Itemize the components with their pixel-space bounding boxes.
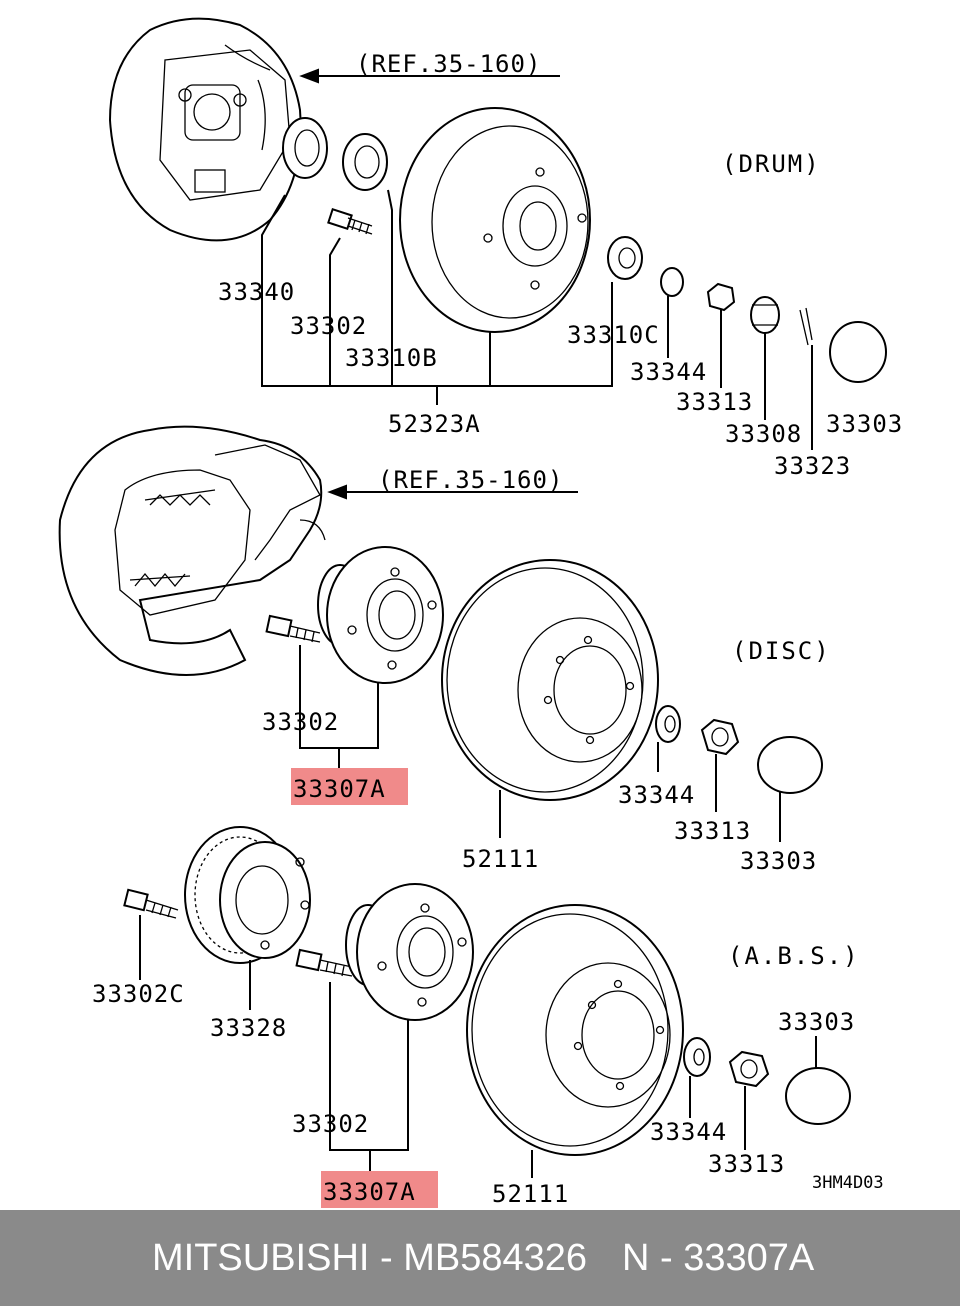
part-label-33302-drum: 33302 (290, 312, 367, 340)
part-label-33344-disc: 33344 (618, 781, 695, 809)
part-label-33313-abs: 33313 (708, 1150, 785, 1178)
part-label-33303-disc: 33303 (740, 847, 817, 875)
part-label-33302-disc: 33302 (262, 708, 339, 736)
part-label-33344-abs: 33344 (650, 1118, 727, 1146)
drum-leader-lines (261, 68, 813, 450)
part-label-33313-drum: 33313 (676, 388, 753, 416)
part-label-33302-abs: 33302 (292, 1110, 369, 1138)
hub-bolt-33302-abs (295, 948, 353, 977)
part-label-33313-disc: 33313 (674, 817, 751, 845)
bearing-33310b (342, 133, 388, 191)
ref-label-drum: (REF.35-160) (356, 50, 541, 78)
grease-cap-33303-drum (829, 321, 887, 383)
washer-33344-drum (660, 267, 684, 297)
part-label-33310b: 33310B (345, 344, 438, 372)
cotter-pin-33323 (799, 307, 813, 346)
hub-assembly-33307a-abs (345, 883, 474, 1021)
part-label-33303-drum: 33303 (826, 410, 903, 438)
part-label-33323: 33323 (774, 452, 851, 480)
washer-33344-abs (683, 1037, 711, 1077)
bearing-33310c (607, 236, 643, 280)
footer-bar: MITSUBISHI - MB584326 N - 33307A (0, 1210, 960, 1306)
part-label-33310c: 33310C (567, 321, 660, 349)
disc-leader-lines (299, 484, 781, 842)
section-label-disc: (DISC) (732, 637, 831, 665)
part-label-52111-disc: 52111 (462, 845, 539, 873)
part-label-33307a-disc: 33307A (293, 775, 386, 803)
brake-drum (399, 107, 591, 333)
part-label-33308: 33308 (725, 420, 802, 448)
oil-seal-33340 (282, 117, 328, 179)
highlight-33307a-abs (321, 1171, 438, 1208)
part-label-33328: 33328 (210, 1014, 287, 1042)
nut-33313-abs (728, 1050, 770, 1088)
section-label-drum: (DRUM) (722, 150, 821, 178)
part-label-52323a: 52323A (388, 410, 481, 438)
diagram-code: 3HM4D03 (812, 1173, 884, 1193)
hub-bolt-33302-drum (327, 207, 373, 235)
highlight-33307a-disc (291, 768, 408, 805)
part-label-52111-abs: 52111 (492, 1180, 569, 1208)
drum-brake-backing-plate (108, 17, 302, 242)
grease-cap-33303-disc (757, 736, 823, 794)
part-label-33302c: 33302C (92, 980, 185, 1008)
footer-oem-number: N - 33307A (622, 1236, 815, 1279)
ref-label-disc: (REF.35-160) (378, 466, 563, 494)
part-label-33303-abs: 33303 (778, 1008, 855, 1036)
section-label-abs: (A.B.S.) (728, 942, 860, 970)
nut-33313-drum (706, 282, 736, 312)
hub-assembly-33307a-disc (317, 546, 444, 684)
nut-33313-disc (700, 718, 740, 756)
footer-brand-part-number: MITSUBISHI - MB584326 (152, 1236, 588, 1279)
brake-disc-52111-abs (466, 904, 684, 1156)
washer-33344-disc (655, 705, 681, 743)
disc-brake-backing-plate (58, 425, 326, 676)
grease-cap-33303-abs (785, 1067, 851, 1125)
lock-cap-33308 (750, 296, 780, 334)
part-label-33344-drum: 33344 (630, 358, 707, 386)
parts-diagram: (REF.35-160) (DRUM) 33340 33302 33310B 5… (58, 17, 903, 1208)
abs-rotor-33328 (184, 826, 311, 964)
hub-bolt-33302-disc (265, 614, 321, 643)
part-label-33307a-abs: 33307A (323, 1178, 416, 1206)
brake-disc-52111-disc (441, 559, 659, 801)
bolt-33302c (123, 888, 179, 919)
part-label-33340: 33340 (218, 278, 295, 306)
abs-leader-lines (139, 915, 817, 1178)
